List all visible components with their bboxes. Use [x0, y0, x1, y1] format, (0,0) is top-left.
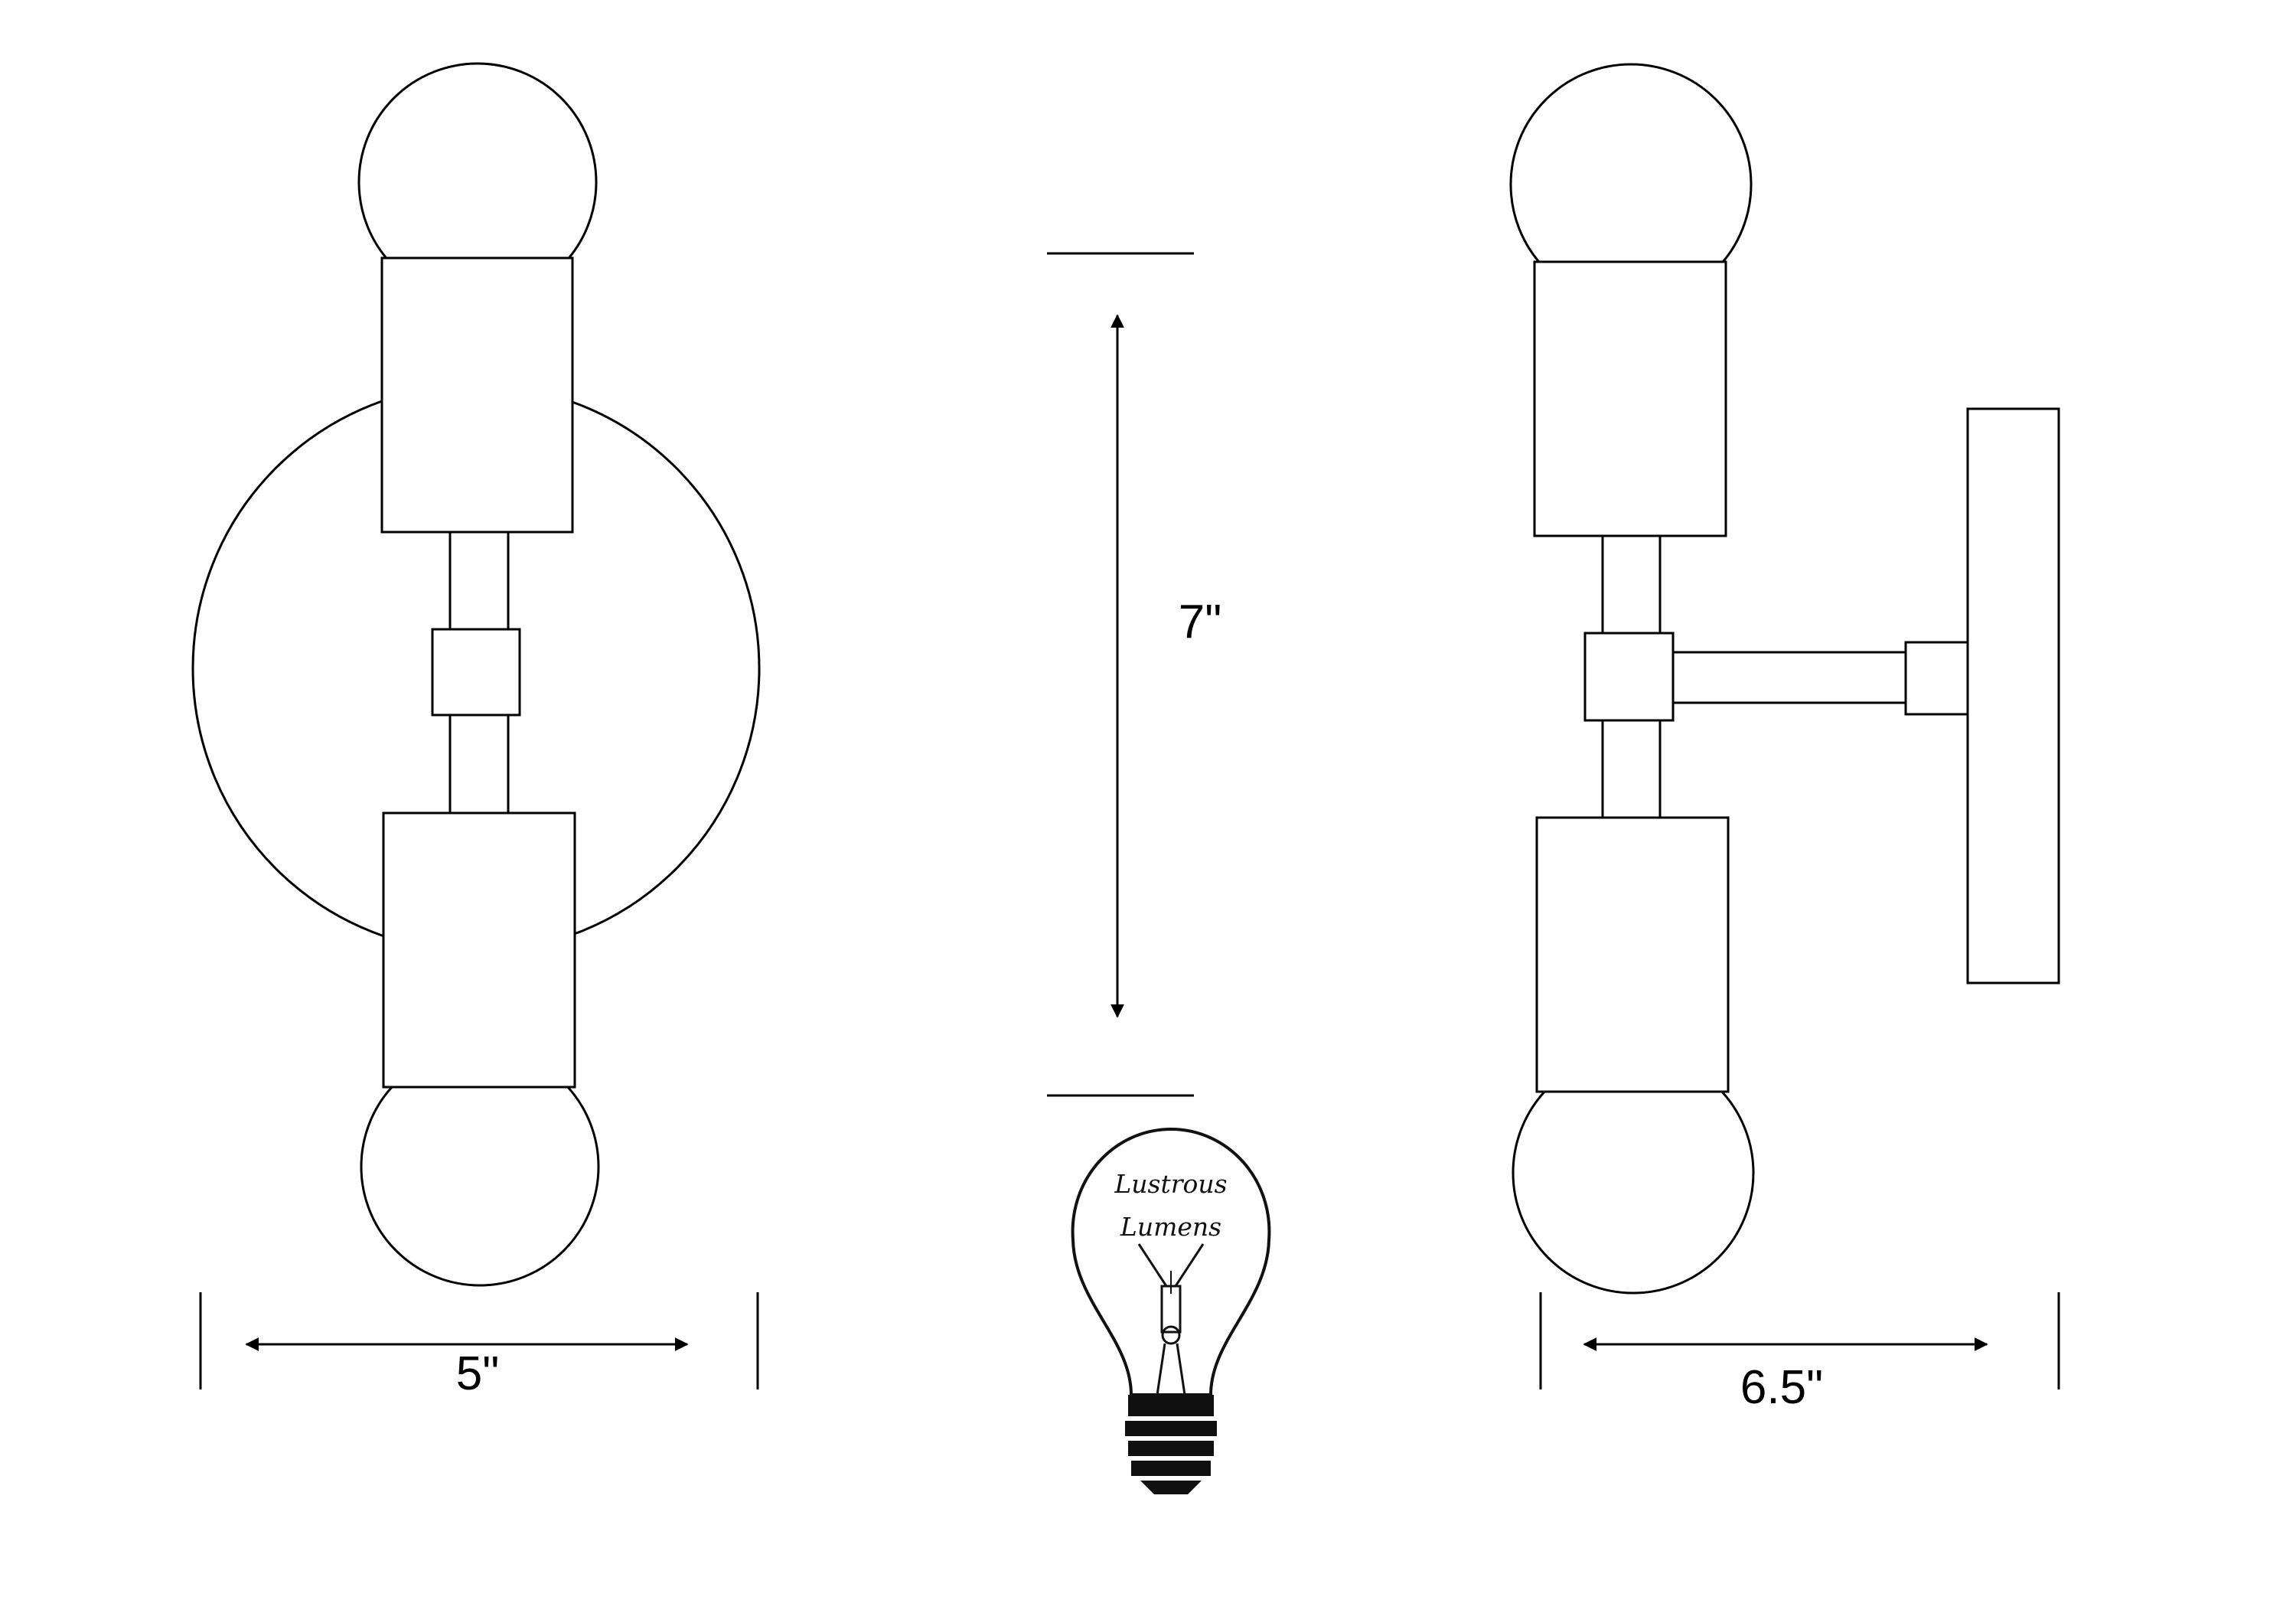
logo-filament [1137, 1243, 1205, 1396]
front-stem-lower [448, 712, 510, 815]
side-arm [1671, 651, 1908, 704]
side-backplate [1966, 407, 2060, 984]
front-stem-upper [448, 531, 510, 633]
front-width-label: 5" [456, 1347, 500, 1400]
front-width-dimension: 5" [199, 1292, 759, 1400]
front-top-socket [380, 256, 574, 534]
front-center-coupling [431, 628, 521, 717]
side-top-socket [1533, 260, 1727, 537]
height-label: 7" [1179, 596, 1222, 648]
side-stem-lower [1601, 717, 1662, 819]
logo-bulb-base [1125, 1395, 1217, 1494]
light-bulb-icon: Lustrous Lumens [1071, 1127, 1271, 1494]
side-depth-dimension: 6.5" [1539, 1292, 2060, 1414]
side-depth-label: 6.5" [1740, 1361, 1823, 1414]
side-stem-upper [1601, 534, 1662, 637]
logo-bulb-glass [1071, 1127, 1271, 1396]
logo-line2: Lumens [1120, 1212, 1221, 1242]
front-bottom-socket [382, 811, 576, 1089]
logo-line1: Lustrous [1114, 1169, 1227, 1199]
side-center-coupling [1583, 632, 1675, 722]
side-bottom-socket [1535, 816, 1730, 1093]
side-arm-collar [1904, 641, 1969, 716]
side-view [1509, 63, 2060, 1295]
height-dimension: 7" [1047, 252, 1222, 1097]
front-view [191, 62, 761, 1287]
